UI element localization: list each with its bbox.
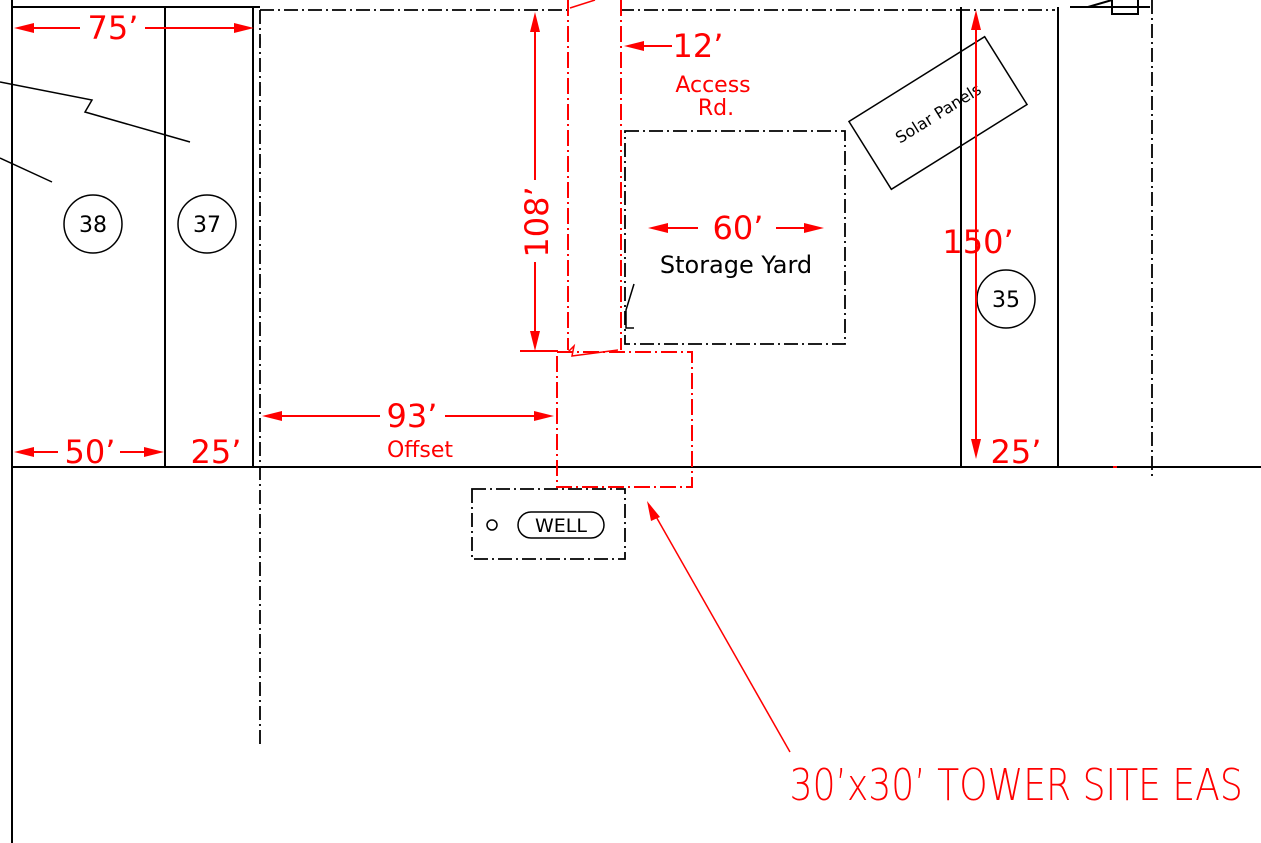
storage-yard: Storage Yard — [624, 130, 846, 345]
dim-60-label: 60’ — [713, 209, 764, 247]
dim-93-label: 93’ — [387, 397, 438, 435]
lot-markers: 38 37 35 — [63, 194, 1036, 329]
access-road-label-line1: Access — [675, 73, 750, 98]
offset-label: Offset — [387, 438, 453, 463]
dim-60-arrow-right — [804, 223, 824, 233]
dim-75-arrow-left — [14, 23, 34, 33]
dim-93-arrow-right — [534, 411, 554, 421]
tower-site-leader-line — [649, 505, 791, 753]
dim-150-label: 150’ — [942, 223, 1013, 261]
red-annotations: 75’ 50’ 25’ 93’ Offset 108’ 12’ Access — [14, 0, 1243, 811]
dash-dot-lines — [259, 0, 1153, 745]
well-label: WELL — [535, 515, 587, 537]
storage-yard-boundary — [624, 130, 846, 345]
lot-35-label: 35 — [992, 288, 1020, 313]
access-road-label-line2: Rd. — [698, 96, 734, 121]
dim-50-label: 50’ — [65, 433, 116, 471]
dim-25-left-label: 25’ — [191, 433, 242, 471]
storage-yard-gate — [625, 283, 635, 329]
dim-60-arrow-left — [648, 223, 668, 233]
dim-150-arrow-bottom — [971, 439, 981, 459]
lot-37-label: 37 — [193, 213, 221, 238]
dim-25-right-label: 25’ — [991, 433, 1042, 471]
lot-38-circle — [63, 194, 123, 254]
access-road-break-top — [569, 0, 596, 9]
well-tag-outline — [517, 511, 605, 539]
dim-75-arrow-right — [234, 23, 254, 33]
well: WELL — [471, 488, 626, 560]
solar-panels-label: Solar Panels — [892, 80, 985, 148]
lot-37-circle — [177, 194, 237, 254]
dim-12-label: 12’ — [673, 27, 724, 65]
well-point — [486, 519, 498, 531]
solar-panels-outline — [847, 35, 1029, 191]
dim-108-arrow-bottom — [530, 331, 540, 351]
dim-108-label: 108’ — [518, 186, 556, 257]
tower-site-label: 30’x30’ TOWER SITE EAS — [790, 761, 1243, 811]
tower-site-easement — [556, 351, 693, 488]
break-line-upper — [0, 81, 191, 143]
solar-panels: Solar Panels — [847, 35, 1029, 191]
well-boundary — [471, 488, 626, 560]
tower-site-leader-arrow — [647, 501, 660, 521]
dim-93-arrow-left — [262, 411, 282, 421]
dim-108-arrow-top — [530, 12, 540, 32]
break-symbol-top-right — [1087, 0, 1139, 15]
dim-12-arrow — [624, 41, 644, 51]
break-line-lower — [0, 157, 53, 183]
lot-38-label: 38 — [79, 213, 107, 238]
dim-50-arrow-left — [14, 447, 34, 457]
property-lines — [11, 0, 1261, 843]
storage-yard-label: Storage Yard — [660, 251, 812, 279]
dim-150-arrow-top — [971, 10, 981, 30]
break-lines — [0, 81, 191, 183]
dim-50-arrow-right — [144, 447, 164, 457]
dim-75-label: 75’ — [88, 9, 139, 47]
